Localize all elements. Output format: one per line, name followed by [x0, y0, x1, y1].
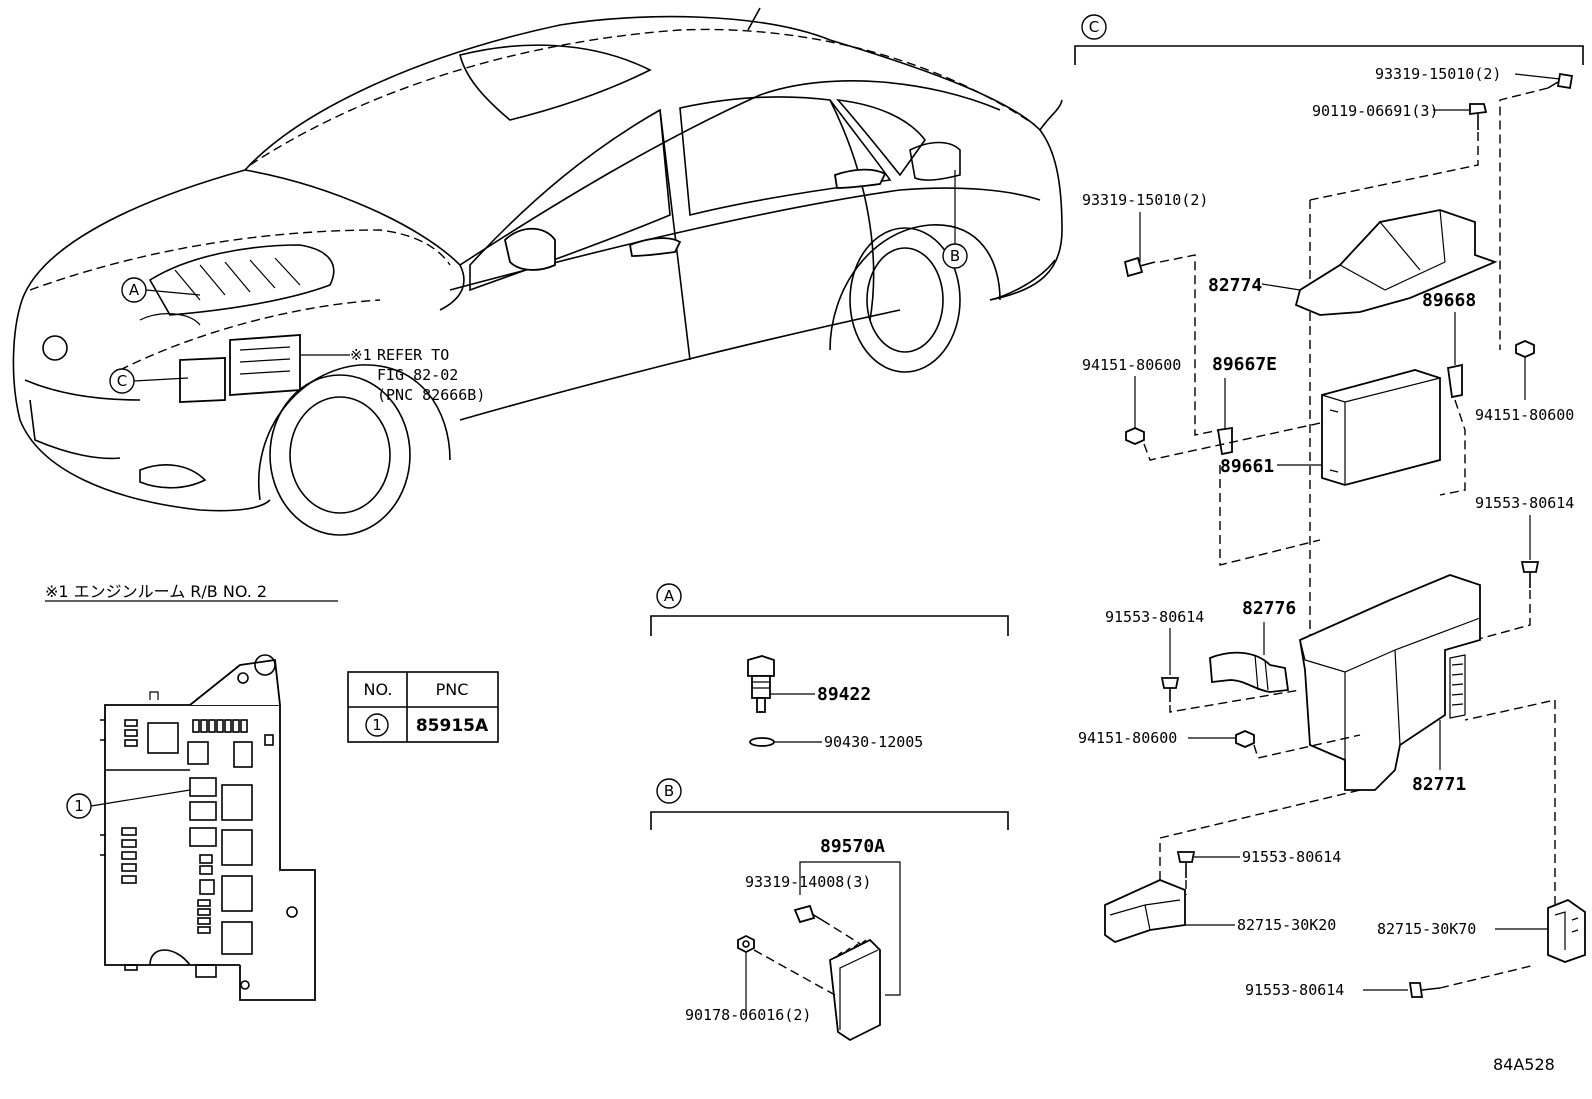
relay-block-section: ※1 エンジンルーム R/B NO. 2 [45, 582, 338, 1001]
label-82771: 82771 [1412, 774, 1466, 795]
label-82715-30K20: 82715-30K20 [1237, 916, 1336, 934]
section-b-badge [656, 778, 682, 804]
label-93319-14008: 93319-14008(3) [745, 873, 871, 891]
label-89668: 89668 [1422, 290, 1476, 311]
label-93319-15010-left: 93319-15010(2) [1082, 191, 1208, 209]
label-82715-30K70: 82715-30K70 [1377, 920, 1476, 938]
section-b: B 89570A 93319-14008(3) 90178-06016(2) [650, 778, 1009, 1042]
car-illustration [12, 7, 1063, 536]
section-a-badge [656, 583, 682, 609]
pnc-table-header-no: NO. [364, 680, 393, 699]
refer-marker: ※1 [350, 346, 372, 364]
label-91553-80614-left: 91553-80614 [1105, 608, 1204, 626]
label-90178-06016: 90178-06016(2) [685, 1006, 811, 1024]
svg-text:1: 1 [74, 797, 84, 815]
label-89661: 89661 [1220, 456, 1274, 477]
svg-text:B: B [664, 782, 674, 800]
label-91553-80614-bottom: 91553-80614 [1245, 981, 1344, 999]
section-a: A 89422 90430-12005 [650, 583, 1009, 751]
pnc-table-row-pnc: 85915A [416, 716, 489, 736]
label-82774: 82774 [1208, 275, 1262, 296]
pnc-table-header-pnc: PNC [436, 680, 469, 699]
relay-block-title: ※1 エンジンルーム R/B NO. 2 [45, 582, 267, 601]
svg-text:A: A [664, 587, 675, 605]
pnc-table-row-no: 1 [372, 716, 382, 734]
refer-line-1: REFER TO [377, 346, 449, 364]
svg-text:C: C [1089, 18, 1099, 36]
refer-line-2: FIG 82-02 [377, 366, 458, 384]
label-93319-15010-top: 93319-15010(2) [1375, 65, 1501, 83]
pnc-table: NO. PNC 1 85915A [347, 671, 499, 743]
section-c-badge [1081, 14, 1107, 40]
figure-code: 84A528 [1493, 1055, 1555, 1074]
label-90430-12005: 90430-12005 [824, 733, 923, 751]
label-94151-80600-right: 94151-80600 [1475, 406, 1574, 424]
label-89422: 89422 [817, 684, 871, 705]
label-89667E: 89667E [1212, 354, 1277, 375]
label-91553-80614-mid: 91553-80614 [1242, 848, 1341, 866]
label-94151-80600-left: 94151-80600 [1082, 356, 1181, 374]
mini-fuse-row [192, 719, 248, 733]
refer-line-3: (PNC 82666B) [377, 386, 485, 404]
label-82776: 82776 [1242, 598, 1296, 619]
section-c: C 93319-15010(2) 90119-06691(3) 93319-15… [1074, 14, 1586, 999]
svg-text:A: A [129, 281, 140, 299]
svg-text:B: B [950, 247, 960, 265]
label-94151-80600-lower: 94151-80600 [1078, 729, 1177, 747]
svg-text:C: C [117, 372, 127, 390]
car-callouts: A C B ※1 REFER TO FIG 82-02 (PNC 82666B) [109, 170, 968, 404]
label-89570A: 89570A [820, 836, 885, 857]
label-91553-80614-right: 91553-80614 [1475, 494, 1574, 512]
label-90119-06691: 90119-06691(3) [1312, 102, 1438, 120]
